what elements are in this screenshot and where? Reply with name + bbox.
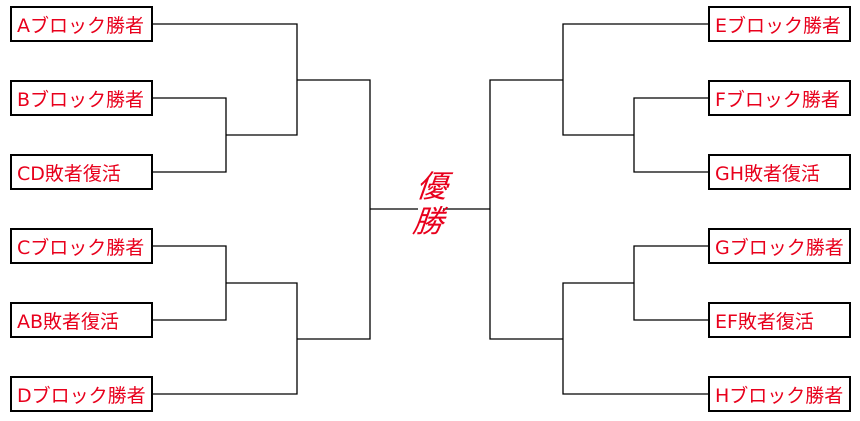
line-e-fgh-match — [562, 23, 708, 136]
champion-label: 優 勝 — [400, 169, 459, 240]
line-f-gh-match — [633, 97, 708, 173]
line-gef-h-match — [562, 282, 708, 395]
entry-c-block-winner: Cブロック勝者 — [10, 228, 153, 264]
entry-d-block-winner: Dブロック勝者 — [10, 376, 153, 412]
line-g-ef-match — [633, 245, 708, 321]
line-left-semifinal — [297, 79, 371, 340]
entry-h-block-winner: Hブロック勝者 — [708, 376, 851, 412]
champion-label-line2: 勝 — [410, 204, 446, 240]
line-a-bcd-match — [153, 23, 298, 136]
line-b-cd-match — [153, 97, 227, 173]
entry-e-block-winner: Eブロック勝者 — [708, 6, 851, 42]
line-right-semifinal — [489, 79, 563, 340]
entry-gh-loser-revival: GH敗者復活 — [708, 154, 851, 190]
line-c-ab-match — [153, 245, 227, 321]
entry-b-block-winner: Bブロック勝者 — [10, 80, 153, 116]
entry-cd-loser-revival: CD敗者復活 — [10, 154, 153, 190]
entry-g-block-winner: Gブロック勝者 — [708, 228, 851, 264]
champion-label-line1: 優 — [414, 169, 450, 205]
entry-a-block-winner: Aブロック勝者 — [10, 6, 153, 42]
entry-ab-loser-revival: AB敗者復活 — [10, 302, 153, 338]
entry-ef-loser-revival: EF敗者復活 — [708, 302, 851, 338]
entry-f-block-winner: Fブロック勝者 — [708, 80, 851, 116]
line-cab-d-match — [153, 282, 298, 395]
